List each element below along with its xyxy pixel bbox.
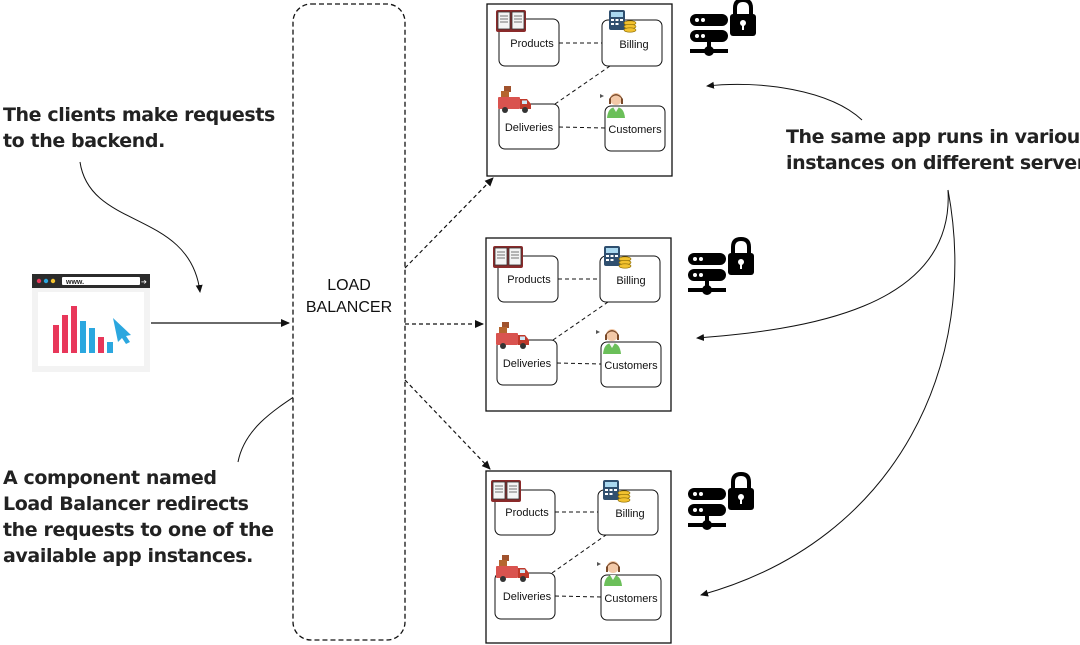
products-label: Products (507, 274, 551, 286)
svg-text:➔: ➔ (141, 278, 147, 286)
instances-annotation-arrow-1 (706, 81, 863, 121)
instances-annotation-arrow-3 (700, 189, 956, 597)
clients-annotation-arrow (79, 161, 203, 293)
book-icon (492, 245, 524, 269)
app-instance-2: Products Billing Deliveries Customers (485, 237, 672, 412)
billing-label: Billing (616, 275, 645, 287)
annotation-clients-line-1: The clients make requests (3, 104, 275, 126)
customers-label: Customers (604, 593, 658, 605)
instances-annotation-arrow-2 (696, 189, 949, 341)
app-instance-3: Products Billing Deliveries Customers (485, 470, 672, 644)
products-label: Products (510, 38, 554, 50)
server-lock-icon (686, 237, 756, 297)
server-lock-icon (686, 472, 756, 532)
browser-url-text: www. (65, 279, 84, 286)
book-icon (495, 9, 527, 33)
annotation-instances-line-1: The same app runs in various (786, 126, 1080, 148)
load-balancer-label-line-1: LOAD (327, 277, 371, 294)
book-icon (490, 479, 522, 503)
products-label: Products (505, 507, 549, 519)
annotation-clients-line-2: to the backend. (3, 130, 165, 152)
server-lock-icon (688, 0, 758, 58)
annotation-instances-line-2: instances on different servers. (786, 152, 1080, 174)
deliveries-label: Deliveries (503, 591, 552, 603)
billing-service-box (599, 255, 661, 303)
deliveries-label: Deliveries (503, 358, 552, 370)
customers-label: Customers (608, 124, 662, 136)
customers-service-box (600, 574, 662, 621)
annotation-load-balancer-line-3: the requests to one of the (3, 519, 274, 541)
browser-client-icon: www. ➔ (32, 274, 150, 372)
app-instance-1: Products Billing Deliveries Customers (486, 3, 673, 177)
lb-to-instance-1-arrow (404, 177, 494, 269)
customers-label: Customers (604, 360, 658, 372)
annotation-load-balancer-line-2: Load Balancer redirects (3, 493, 249, 515)
deliveries-label: Deliveries (505, 122, 554, 134)
billing-label: Billing (619, 39, 648, 51)
annotation-load-balancer-line-1: A component named (3, 467, 217, 489)
annotation-load-balancer-line-4: available app instances. (3, 545, 253, 567)
load-balancer-label-line-2: BALANCER (306, 299, 392, 316)
billing-label: Billing (615, 508, 644, 520)
lb-to-instance-3-arrow (404, 379, 491, 470)
load-balancer-box (292, 3, 406, 641)
